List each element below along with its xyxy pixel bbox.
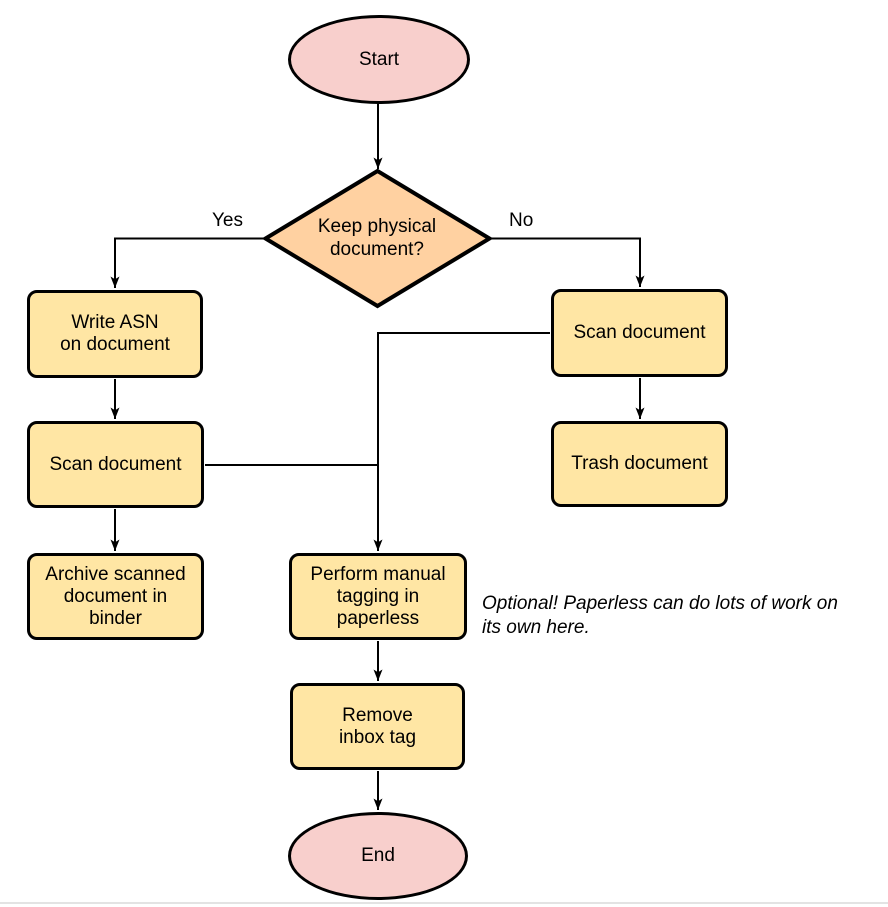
- edge-decision-yes-to-write-asn: [110, 237, 264, 288]
- process-trash-document-label: Trash document: [571, 453, 708, 474]
- process-write-asn-label: Write ASN on document: [60, 312, 170, 355]
- process-remove-inbox-tag-label: Remove inbox tag: [338, 704, 417, 748]
- edge-label-no: No: [509, 210, 534, 231]
- process-scan-document-right: Scan document: [551, 289, 728, 377]
- edge-scan-right-to-tagging: [373, 332, 550, 551]
- decision-diamond-shape: [261, 168, 494, 309]
- decision-keep-physical-document: [261, 168, 494, 309]
- start-node: Start: [288, 15, 470, 104]
- optional-note: Optional! Paperless can do lots of work …: [482, 593, 838, 638]
- start-label: Start: [358, 48, 400, 70]
- edge-decision-no-to-scan-right: [491, 237, 645, 287]
- process-trash-document: Trash document: [551, 421, 728, 507]
- edge-label-yes: Yes: [212, 210, 243, 231]
- process-manual-tagging: Perform manual tagging in paperless: [289, 553, 467, 640]
- process-scan-document-right-label: Scan document: [573, 322, 706, 343]
- decision-label: Keep physical document?: [317, 216, 437, 260]
- process-archive-label: Archive scanned document in binder: [45, 563, 186, 629]
- process-scan-document-left: Scan document: [27, 421, 204, 508]
- process-archive-scanned-document: Archive scanned document in binder: [27, 553, 204, 640]
- end-label: End: [361, 845, 395, 866]
- process-write-asn-on-document: Write ASN on document: [27, 290, 203, 378]
- process-scan-document-left-label: Scan document: [49, 453, 182, 475]
- process-remove-inbox-tag: Remove inbox tag: [290, 683, 465, 770]
- process-manual-tagging-label: Perform manual tagging in paperless: [310, 563, 446, 629]
- page-bottom-edge-line: [0, 902, 888, 904]
- end-node: End: [288, 812, 468, 900]
